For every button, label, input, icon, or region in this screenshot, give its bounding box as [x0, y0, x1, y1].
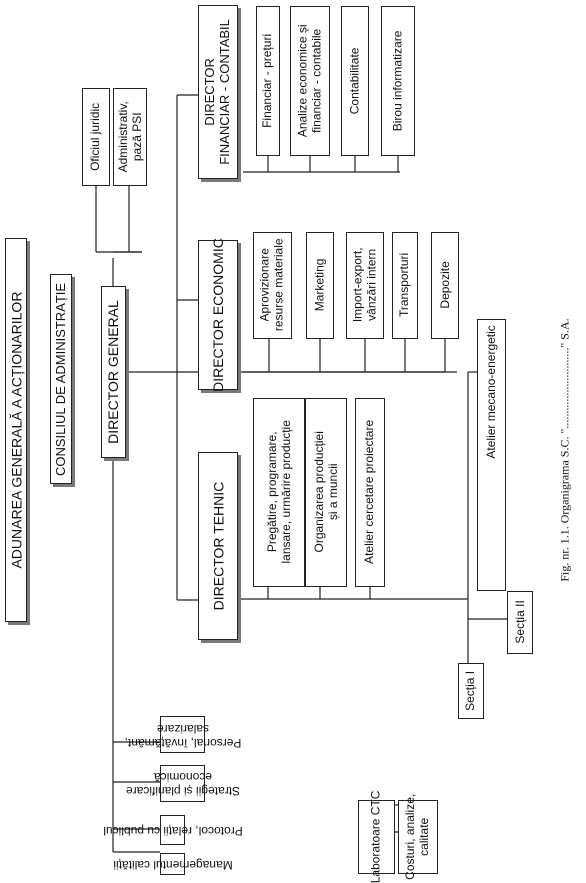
personnel-text: Personal, învățământ, salarizare [124, 722, 242, 750]
strategy-box [160, 765, 205, 802]
transport-box [392, 232, 418, 339]
it-office-label: Birou informatizare [389, 30, 404, 132]
production-planning-box [253, 398, 305, 587]
research-workshop-box [355, 398, 385, 587]
transport-label: Transporturi [397, 252, 412, 318]
finance-prices-label: Financiar - prețuri [260, 33, 275, 128]
section-2-box [507, 591, 533, 654]
work-organization-label: Organizarea producției și a muncii [311, 431, 340, 553]
personnel-box [160, 716, 205, 753]
work-organization-box [305, 398, 347, 587]
laboratories-box [358, 800, 395, 874]
import-export-box [346, 232, 384, 339]
warehouses-label: Depozite [437, 261, 452, 309]
research-workshop-label: Atelier cercetare proiectare [362, 419, 377, 564]
board-of-directors-box [50, 274, 72, 484]
financial-director-label: DIRECTOR FINANCIAR - CONTABIL [201, 19, 232, 165]
procurement-label: Aprovizionare resurse materiale [257, 238, 285, 332]
administrative-label: Administrativ, pază PSI [115, 101, 144, 173]
marketing-box [306, 232, 334, 339]
shareholders-assembly-box [5, 238, 27, 622]
economic-director-box [198, 240, 238, 390]
financial-director-box [198, 5, 238, 179]
mechano-energetic-box [477, 319, 506, 591]
procurement-box [253, 232, 292, 339]
board-of-directors-label: CONSILIUL DE ADMINISTRAȚIE [52, 282, 68, 476]
general-director-box [101, 286, 126, 458]
costs-label: Costuri, analize, calitate [403, 793, 432, 880]
quality-management-text: Managementul calității [113, 857, 233, 872]
protocol-text: Protocol, relații cu publicul [103, 823, 243, 838]
shareholders-assembly-label: ADUNAREA GENERALĂ A ACȚIONARILOR [7, 291, 24, 569]
protocol-box [160, 815, 185, 845]
economic-analysis-label: Analize economice și financiar - contabi… [295, 24, 323, 138]
mechano-energetic-label: Atelier mecano-energetic [483, 325, 498, 459]
technical-director-box [198, 452, 238, 640]
general-director-label: DIRECTOR GENERAL [104, 300, 121, 444]
legal-office-box [82, 88, 110, 186]
economic-analysis-box [290, 6, 330, 156]
section-2-label: Secția II [512, 600, 527, 644]
accounting-box [341, 6, 369, 156]
finance-prices-box [256, 6, 280, 156]
section-1-box [458, 663, 484, 719]
technical-director-label: DIRECTOR TEHNIC [209, 481, 226, 611]
accounting-label: Contabilitate [346, 47, 361, 115]
quality-management-box [160, 853, 185, 875]
figure-caption: Fig. nr. 1.1. Organigrama S.C. "........… [557, 318, 572, 582]
import-export-label: Import-export, vânzări intern [350, 247, 378, 323]
laboratories-label: Laboratoare CTC [367, 790, 382, 883]
it-office-box [381, 6, 415, 156]
costs-box [398, 800, 438, 874]
warehouses-box [431, 232, 459, 339]
marketing-label: Marketing [311, 258, 326, 312]
production-planning-label: Pregătire, programare, lansare, urmărire… [264, 420, 293, 564]
administrative-box [113, 88, 147, 186]
economic-director-label: DIRECTOR ECONOMIC [209, 238, 226, 392]
strategy-text: Strategii și planificare economică [125, 770, 241, 798]
legal-office-label: Oficiul juridic [88, 102, 103, 171]
section-1-label: Secția I [463, 670, 478, 711]
